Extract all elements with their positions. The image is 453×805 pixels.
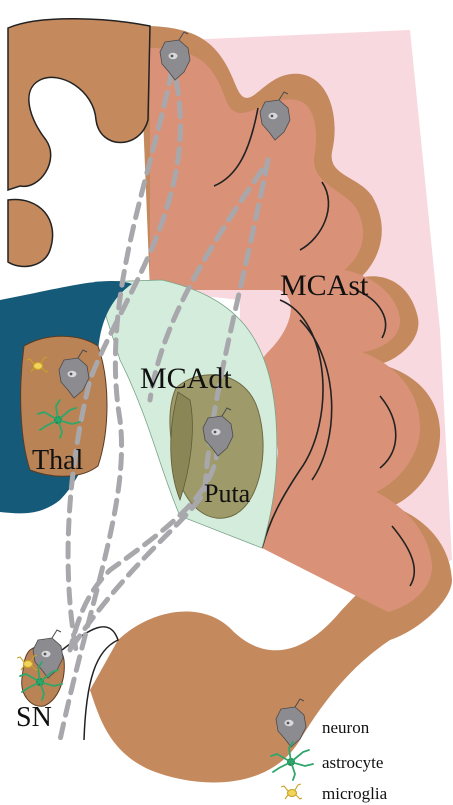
legend-microglia-icon <box>281 784 302 799</box>
label-thal: Thal <box>32 445 84 476</box>
label-sn: SN <box>16 702 52 733</box>
label-mcadt: MCAdt <box>140 362 232 395</box>
medial-cortex <box>8 19 150 267</box>
label-puta: Puta <box>204 479 251 508</box>
legend-neuron-label: neuron <box>322 718 370 737</box>
label-mcast: MCAst <box>280 269 369 302</box>
legend-microglia-label: microglia <box>322 784 388 803</box>
legend-astrocyte-label: astrocyte <box>322 753 383 772</box>
